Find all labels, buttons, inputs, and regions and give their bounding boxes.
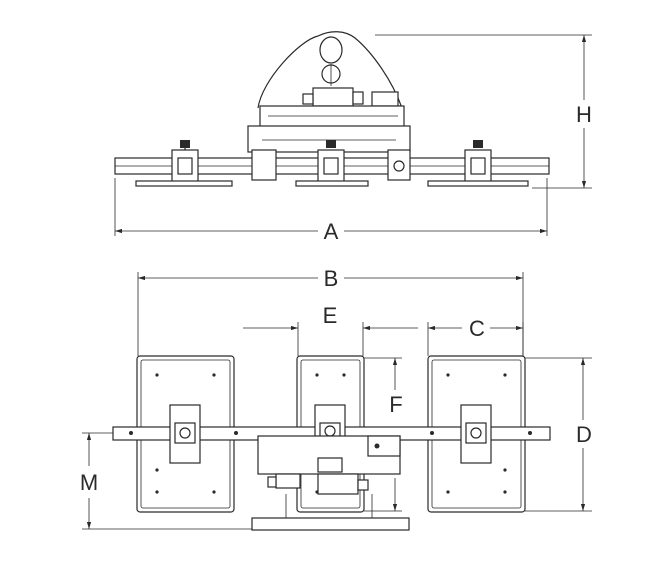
mount-center [314,404,346,440]
pad-holes [155,373,507,494]
valve-body [312,87,354,107]
dimension-e-label: E [323,303,338,328]
side-pad-right [427,140,529,187]
lifting-eye [319,36,343,64]
dimension-b-label: B [324,266,339,291]
dimension-a-label: A [324,219,339,244]
dimension-m-label: M [80,470,98,495]
base-plate [251,517,410,531]
side-view: A H [114,31,592,244]
dimension-d-label: D [576,422,592,447]
side-pad-center [295,140,369,187]
mount-left [169,404,201,464]
mount-right [460,404,492,464]
lifting-hood [257,31,403,109]
side-pad-left [135,140,233,187]
top-view: B E C D F M [80,266,592,531]
dimension-h-label: H [576,102,592,127]
dimension-c-label: C [469,316,485,341]
dimension-f-label: F [389,392,402,417]
